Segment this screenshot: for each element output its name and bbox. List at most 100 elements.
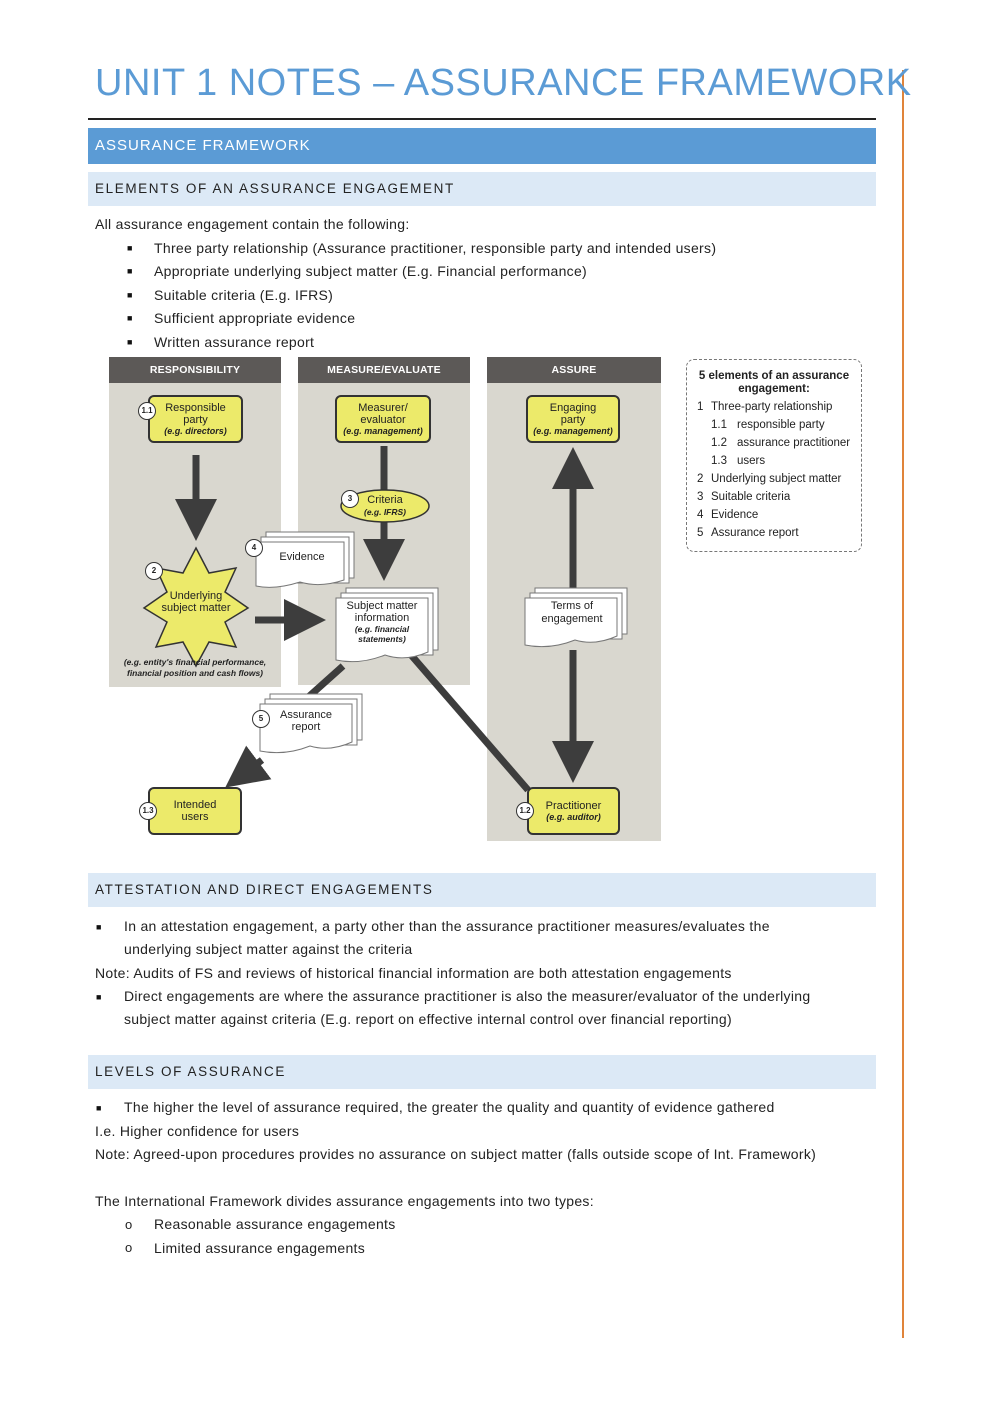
star-label: subject matter	[161, 602, 231, 614]
legend-num: 3	[697, 491, 704, 503]
number-badge: 1.3	[139, 802, 157, 820]
legend-num: 1.1	[711, 419, 727, 431]
legend-item: Assurance report	[711, 527, 799, 539]
doc-label: Assurance	[280, 709, 332, 721]
levels-note: Note: Agreed-upon procedures provides no…	[95, 1146, 817, 1162]
legend-num: 2	[697, 473, 704, 485]
legend-title-line: engagement:	[738, 383, 810, 395]
list-item: Limited assurance engagements	[154, 1240, 366, 1256]
list-item: Reasonable assurance engagements	[154, 1216, 396, 1232]
list-item: Suitable criteria (E.g. IFRS)	[154, 287, 334, 303]
box-label: Engaging	[549, 402, 597, 414]
doc-label: information	[354, 612, 410, 624]
doc-label: engagement	[541, 613, 603, 625]
title-underline	[88, 118, 876, 120]
subject-matter-info-label: Subject matter information (e.g. financi…	[337, 600, 427, 644]
legend-item: Three-party relationship	[711, 401, 833, 413]
report-doc-icon	[259, 693, 363, 754]
legend-item: users	[737, 455, 766, 467]
levels-types-intro: The International Framework divides assu…	[95, 1193, 594, 1209]
terms-of-engagement-label: Terms of engagement	[527, 600, 617, 626]
list-item: Appropriate underlying subject matter (E…	[154, 263, 587, 279]
section-heading-assurance-framework: ASSURANCE FRAMEWORK	[88, 128, 876, 164]
square-bullet-icon: ■	[96, 922, 102, 932]
terms-doc-icon	[524, 587, 628, 648]
circle-bullet-icon: o	[125, 1217, 133, 1232]
list-item: Sufficient appropriate evidence	[154, 310, 356, 326]
direct-bullet-line: Direct engagements are where the assuran…	[124, 988, 811, 1004]
practitioner-box: Practitioner (e.g. auditor)	[527, 787, 620, 835]
doc-note: (e.g. financial	[354, 624, 410, 634]
box-note: (e.g. management)	[533, 426, 613, 436]
doc-label: Terms of	[550, 600, 594, 612]
legend-num: 1.2	[711, 437, 727, 449]
box-label: party	[560, 414, 586, 426]
legend-title: 5 elements of an assurance engagement:	[687, 370, 861, 396]
doc-note: statements)	[358, 634, 406, 644]
evidence-doc-icon	[255, 531, 355, 588]
subheading-levels: LEVELS OF ASSURANCE	[88, 1055, 876, 1089]
box-note: (e.g. auditor)	[546, 812, 601, 822]
number-badge: 2	[145, 562, 163, 580]
doc-label: Subject matter	[346, 600, 418, 612]
line-info-to-practitioner	[402, 645, 531, 793]
levels-bullet: The higher the level of assurance requir…	[124, 1099, 775, 1115]
list-item: Written assurance report	[154, 334, 315, 350]
panel-title: RESPONSIBILITY	[109, 357, 281, 383]
legend-item: Evidence	[711, 509, 759, 521]
star-shape	[142, 546, 250, 668]
number-badge: 1.2	[516, 802, 534, 820]
responsible-party-box: Responsible party (e.g. directors)	[148, 395, 243, 443]
box-label: users	[181, 811, 209, 823]
star-label: Underlying	[169, 590, 223, 602]
underlying-subject-matter-label: Underlying subject matter	[150, 590, 242, 614]
panel-title: ASSURE	[487, 357, 661, 383]
legend-num: 1.3	[711, 455, 727, 467]
legend-num: 1	[697, 401, 704, 413]
direct-bullet-line: subject matter against criteria (E.g. re…	[124, 1011, 732, 1027]
evidence-label: Evidence	[279, 551, 325, 563]
square-bullet-icon: ■	[127, 290, 133, 300]
criteria-label: Criteria (e.g. IFRS)	[345, 494, 425, 518]
legend-num: 4	[697, 509, 704, 521]
subheading-elements: ELEMENTS OF AN ASSURANCE ENGAGEMENT	[88, 172, 876, 206]
note-line: (e.g. entity's financial performance,	[123, 657, 267, 667]
square-bullet-icon: ■	[127, 313, 133, 323]
square-bullet-icon: ■	[127, 337, 133, 347]
box-label: evaluator	[360, 414, 406, 426]
panel-title: MEASURE/EVALUATE	[298, 357, 470, 383]
box-note: (e.g. management)	[343, 426, 423, 436]
engaging-party-box: Engaging party (e.g. management)	[526, 395, 620, 443]
box-label: Practitioner	[545, 800, 602, 812]
note-line: financial position and cash flows)	[126, 668, 264, 678]
criteria-text: Criteria	[367, 494, 403, 506]
list-item: Three party relationship (Assurance prac…	[154, 240, 717, 256]
square-bullet-icon: ■	[96, 1103, 102, 1113]
square-bullet-icon: ■	[127, 243, 133, 253]
legend-item: responsible party	[737, 419, 825, 431]
criteria-note: (e.g. IFRS)	[363, 507, 407, 517]
arrow-report-to-users	[225, 745, 272, 788]
criteria-ellipse	[340, 489, 430, 523]
subject-matter-note: (e.g. entity's financial performance, fi…	[110, 657, 280, 679]
number-badge: 5	[252, 710, 270, 728]
legend-item: assurance practitioner	[737, 437, 851, 449]
circle-bullet-icon: o	[125, 1240, 133, 1255]
subheading-attestation: ATTESTATION AND DIRECT ENGAGEMENTS	[88, 873, 876, 907]
legend-item: Underlying subject matter	[711, 473, 842, 485]
elements-intro: All assurance engagement contain the fol…	[95, 216, 410, 232]
box-label: party	[183, 414, 208, 426]
subject-matter-info-doc-icon	[335, 587, 439, 663]
box-label: Intended	[173, 799, 217, 811]
attestation-note: Note: Audits of FS and reviews of histor…	[95, 965, 732, 981]
doc-label: report	[291, 721, 321, 733]
intended-users-box: Intended users	[148, 787, 242, 835]
elements-legend: 5 elements of an assurance engagement: 1…	[686, 359, 862, 552]
levels-ie: I.e. Higher confidence for users	[95, 1123, 300, 1139]
legend-title-line: 5 elements of an assurance	[698, 370, 850, 382]
square-bullet-icon: ■	[96, 992, 102, 1002]
box-label: Measurer/	[358, 402, 408, 414]
attestation-bullet-line: underlying subject matter against the cr…	[124, 941, 413, 957]
number-badge: 1.1	[138, 402, 156, 420]
